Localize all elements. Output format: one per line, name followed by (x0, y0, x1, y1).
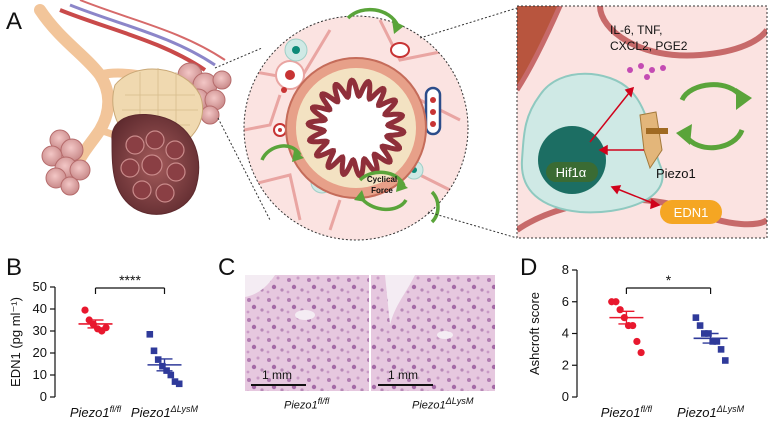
panel-letter-b: B (6, 254, 23, 281)
scale-label-left: 1 mm (262, 368, 292, 382)
data-point (616, 306, 624, 314)
data-point (612, 298, 620, 306)
micrograph-left-label: Piezo1fl/fl (284, 396, 329, 412)
y-tick-label: 50 (33, 279, 47, 294)
micrograph-right-label: Piezo1ΔLysM (412, 396, 474, 412)
data-point (102, 324, 110, 332)
x-category-label: Piezo1ΔLysM (677, 404, 745, 420)
data-point (167, 371, 175, 379)
x-category-label: Piezo1fl/fl (70, 404, 122, 420)
piezo1-channel-icon (639, 111, 668, 170)
data-point (637, 348, 645, 357)
data-point (692, 314, 700, 321)
y-axis-label: EDN1 (pg ml⁻¹) (8, 297, 23, 387)
x-category-label: Piezo1ΔLysM (131, 404, 199, 420)
force-label-1: Cyclical (367, 175, 397, 184)
signaling-arrows (589, 86, 661, 210)
hif1a-label: Hif1α (556, 165, 587, 180)
mediators-line-2: CXCL2, PGE2 (610, 39, 688, 53)
alveolus-cross-section (243, 15, 469, 241)
data-point (696, 322, 704, 329)
scale-label-right: 1 mm (388, 368, 418, 382)
scale-bar-right (378, 384, 433, 386)
left-label-base: Piezo1 (284, 399, 318, 412)
y-tick-label: 40 (33, 301, 47, 316)
force-label-2: Force (371, 186, 393, 195)
data-point (146, 331, 154, 338)
data-point (629, 321, 637, 330)
micrograph-left (245, 275, 369, 391)
y-tick-label: 2 (562, 357, 569, 372)
scale-bar-left (251, 384, 306, 386)
right-label-base: Piezo1 (412, 399, 446, 412)
data-point (721, 357, 729, 364)
zoom-lines-1 (214, 47, 271, 221)
data-point (717, 346, 725, 353)
zoom-lines-2 (419, 7, 518, 239)
piezo1-label: Piezo1 (656, 166, 696, 181)
data-point (713, 338, 721, 345)
data-point (159, 362, 166, 370)
data-point (150, 347, 158, 355)
significance-label: **** (119, 272, 141, 288)
significance-label: * (666, 272, 672, 288)
arrow-heads (292, 20, 408, 202)
y-tick-label: 10 (33, 367, 47, 382)
edn1-label: EDN1 (674, 205, 709, 220)
alveolar-clusters (41, 62, 232, 215)
blood-vessels (59, 0, 226, 72)
panel-letter-c: C (218, 254, 236, 281)
y-tick-label: 4 (562, 326, 569, 341)
data-point (175, 380, 183, 388)
data-point (709, 338, 716, 345)
y-tick-label: 8 (562, 262, 569, 277)
mediator-dots (627, 63, 666, 80)
y-tick-label: 20 (33, 345, 47, 360)
right-label-sup: ΔLysM (445, 396, 474, 406)
y-tick-label: 30 (33, 323, 47, 338)
y-axis-label: Ashcroft score (527, 292, 542, 375)
x-category-label: Piezo1fl/fl (601, 404, 653, 420)
panel-letter-d: D (520, 254, 538, 281)
y-tick-label: 0 (562, 389, 569, 404)
mechanical-cycle-icon (676, 82, 752, 151)
mediators-line-1: IL-6, TNF, (610, 23, 662, 37)
panel-c-micrographs (245, 275, 495, 391)
edn1-pill (660, 200, 722, 224)
y-tick-label: 0 (40, 389, 47, 404)
left-label-sup: fl/fl (317, 396, 330, 406)
data-point (633, 337, 641, 346)
panel-letter-a: A (6, 8, 23, 35)
y-tick-label: 6 (562, 294, 569, 309)
wavy-epithelium (305, 77, 407, 179)
data-point (81, 306, 89, 314)
data-point (171, 378, 179, 385)
panel-a-illustration: Cyclical Force Hif1α IL-6, TNF, CXCL2, P… (34, 0, 768, 241)
